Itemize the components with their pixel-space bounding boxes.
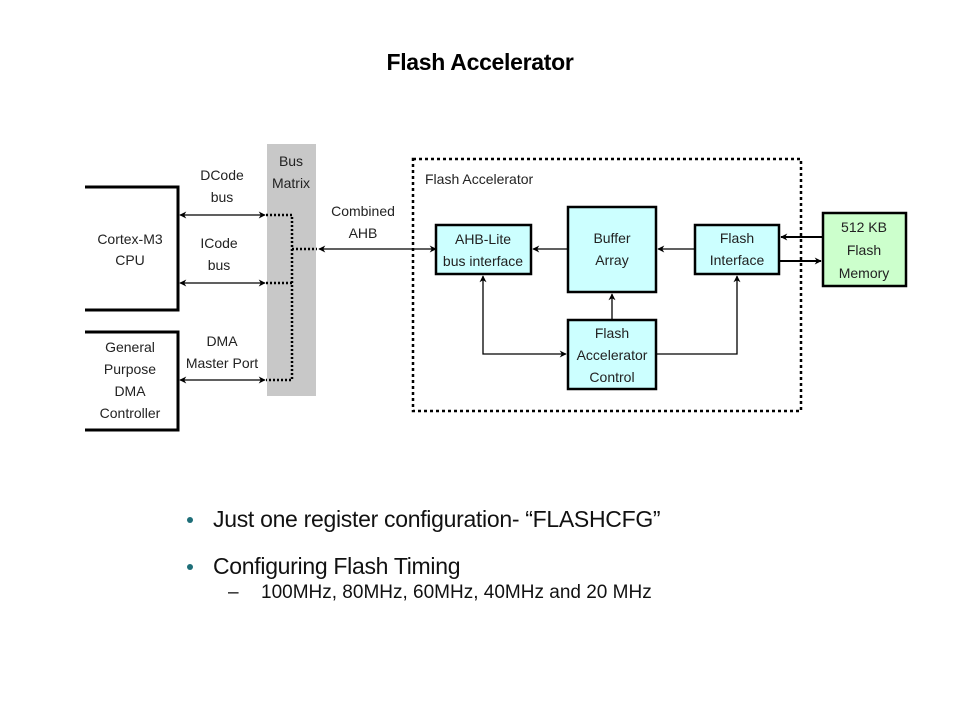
- dma-label-2: Purpose: [104, 361, 156, 377]
- dma-label-3: DMA: [114, 383, 146, 399]
- accel-control-label-2: Accelerator: [577, 347, 648, 363]
- combined-ahb-label-2: AHB: [349, 225, 378, 241]
- control-to-flashif-arrow: [657, 275, 741, 355]
- flash-memory-label-3: Memory: [839, 265, 890, 281]
- flash-memory-label-1: 512 KB: [841, 219, 887, 235]
- slide-title: Flash Accelerator: [386, 49, 574, 75]
- bullet-item: Just one register configuration- “FLASHC…: [186, 505, 661, 533]
- sub-bullet-item: – 100MHz, 80MHz, 60MHz, 40MHz and 20 MHz: [186, 581, 660, 605]
- buffer-array-label-1: Buffer: [593, 230, 630, 246]
- dma-port-label-2: Master Port: [186, 355, 258, 371]
- icode-label-1: ICode: [200, 235, 238, 251]
- cpu-label-2: CPU: [115, 252, 145, 268]
- sub-bullet-text: 100MHz, 80MHz, 60MHz, 40MHz and 20 MHz: [261, 582, 652, 603]
- flash-memory-label-2: Flash: [847, 242, 881, 258]
- accel-control-label-1: Flash: [595, 325, 629, 341]
- ahb-control-link: [479, 275, 567, 358]
- accelerator-control-block: [566, 318, 658, 391]
- ahb-lite-block: [434, 223, 533, 276]
- flash-interface-label-1: Flash: [720, 230, 754, 246]
- dma-label-4: Controller: [100, 405, 161, 421]
- dma-controller-block: [85, 330, 180, 432]
- ahb-lite-label-2: bus interface: [443, 253, 523, 269]
- flash-accelerator-group: [411, 157, 803, 413]
- flash-accelerator-group-label: Flash Accelerator: [425, 171, 533, 187]
- combined-ahb-label-1: Combined: [331, 203, 395, 219]
- flash-memory-block: [821, 211, 908, 288]
- cpu-block: [85, 185, 180, 312]
- bullet-list: Just one register configuration- “FLASHC…: [186, 505, 661, 605]
- bus-matrix-label-2: Matrix: [272, 175, 310, 191]
- buffer-array-block: [566, 205, 658, 294]
- accel-control-label-3: Control: [589, 369, 634, 385]
- bullet-item: Configuring Flash Timing: [186, 552, 660, 580]
- dma-label-1: General: [105, 339, 155, 355]
- dcode-label-1: DCode: [200, 167, 244, 183]
- bus-matrix-dotted-lines: [266, 213, 317, 382]
- flash-interface-label-2: Interface: [710, 252, 765, 268]
- dash-marker: –: [228, 582, 239, 603]
- buffer-array-label-2: Array: [595, 252, 628, 268]
- icode-label-2: bus: [208, 257, 231, 273]
- bus-matrix-label-1: Bus: [279, 153, 303, 169]
- cpu-label-1: Cortex-M3: [97, 231, 163, 247]
- flash-interface-block: [693, 223, 781, 276]
- dma-port-label-1: DMA: [206, 333, 238, 349]
- dcode-label-2: bus: [211, 189, 234, 205]
- ahb-lite-label-1: AHB-Lite: [455, 231, 511, 247]
